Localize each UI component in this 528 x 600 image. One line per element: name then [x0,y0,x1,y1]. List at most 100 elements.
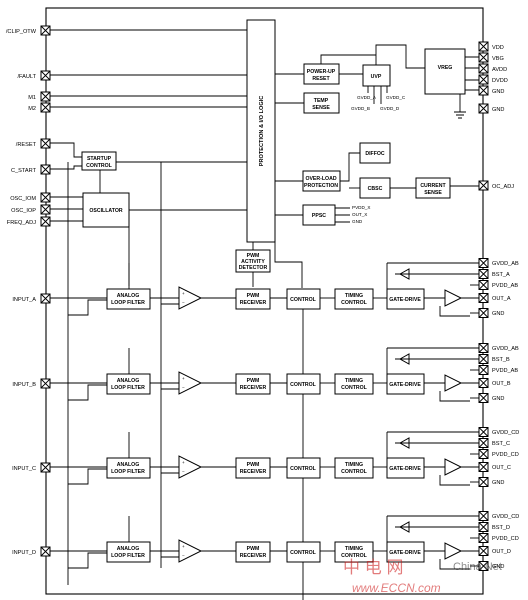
pin-gnd-label: GND [492,564,504,570]
uvp-block: UVP [362,64,391,87]
comparator-minus: − [182,469,185,474]
gate-drive-label: GATE-DRIVE [389,550,421,556]
pin-cross [478,462,489,472]
watermark: 中 电 网 www.ECCN.com China Net [343,558,502,595]
pwm-receiver-label-1: PWM [247,546,260,552]
pin-gnd-label: GND [492,89,504,95]
pin-input-d: INPUT_D [12,546,51,557]
pin-cross [478,378,489,388]
pwm-receiver [235,373,271,395]
pin-c-start: C_START [11,164,51,175]
pin-out-label: OUT_D [492,549,511,555]
pin-vdd-label: VDD [492,45,504,51]
feedback-wire [68,552,107,569]
ppsc-signal-gnd: GND [352,219,363,224]
ppsc-signal-pvdd: PVDD_X [352,205,370,210]
pin-cross [478,293,489,303]
output-driver [444,458,463,476]
powerup-label-2: RESET [312,76,330,82]
diffoc-label: DIFFOC [365,151,385,157]
startup-label-2: CONTROL [86,163,112,169]
pin-gnd-label: GND [492,311,504,317]
pin-cross [478,561,489,571]
pin-oc-adj-label: OC_ADJ [492,184,514,190]
pin-cross [478,511,489,521]
pin-pvdd-label: PVDD_AB [492,368,518,374]
analog-loop-filter [106,457,151,479]
pin-cross [478,280,489,290]
control-block [286,541,321,563]
gate-drive [386,373,425,395]
pin-cross [478,269,489,279]
timing-control [334,457,374,479]
pwm-receiver-label-1: PWM [247,293,260,299]
pwm-receiver-label-2: RECEIVER [240,300,267,306]
pin-gnd2-label: GND [492,107,504,113]
pin-clip-otw: /CLIP_OTW [6,25,51,36]
comparator-plus: + [182,291,185,296]
gate-drive [386,457,425,479]
timing-label-1: TIMING [345,462,363,468]
diffoc-block: DIFFOC [359,142,391,164]
pwm-receiver-label-2: RECEIVER [240,385,267,391]
pwm-receiver-label-2: RECEIVER [240,469,267,475]
comparator-minus: − [182,553,185,558]
feedback-wire [68,468,107,485]
uvp-signal-gvdd-c: GVDD_C [386,95,406,100]
cbsc-block: CBSC [359,177,391,199]
timing-label-1: TIMING [345,546,363,552]
pin-dvdd-label: DVDD [492,78,508,84]
pin-cross [478,365,489,375]
pin-out-label: OUT_C [492,465,511,471]
timing-control [334,288,374,310]
pin-label: INPUT_C [12,466,36,472]
gate-drive-label: GATE-DRIVE [389,382,421,388]
pin-gvdd-label: GVDD_AB [492,261,519,267]
pin-label: OSC_IOP [11,208,36,214]
control-label: CONTROL [290,297,316,303]
pin-cross [478,308,489,318]
ppsc-signal-out: OUT_X [352,212,367,217]
temp-label-1: TEMP [314,98,329,104]
comparator-minus: − [182,300,185,305]
output-driver [444,374,463,392]
control-block [286,288,321,310]
ppsc-block: PPSC [302,204,336,226]
pin-out-label: OUT_B [492,381,511,387]
control-label: CONTROL [290,466,316,472]
comparator-plus: + [182,460,185,465]
loop-filter-label-1: ANALOG [117,462,139,468]
pin-fault: /FAULT [17,70,51,81]
comparator-triangle [178,371,203,395]
left-wiring [50,29,247,222]
gate-drive [386,541,425,563]
pin-label: INPUT_B [12,382,36,388]
sense-wire [439,559,470,570]
loop-filter-label-1: ANALOG [117,546,139,552]
pin-m2: M2 [28,102,51,113]
control-label: CONTROL [290,550,316,556]
vreg-label: VREG [438,65,453,71]
pin-cross [478,522,489,532]
current-label-1: CURRENT [420,183,446,189]
cbsc-label: CBSC [368,186,383,192]
left-pins: /CLIP_OTW /FAULT M1 M2 /RESET C_START OS… [6,25,51,557]
pin-input-b: INPUT_B [12,378,51,389]
pin-label: FREQ_ADJ [7,220,36,226]
pwm-activity-label-3: DETECTOR [239,265,268,271]
uvp-signal-gvdd-b: GVDD_B [351,106,370,111]
watermark-chinese: 中 电 网 [343,558,403,577]
vreg-block: VREG [424,48,466,95]
pin-cross [478,533,489,543]
protection-logic-label: PROTECTION & I/O LOGIC [259,96,265,167]
pwm-receiver [235,288,271,310]
pwm-receiver [235,541,271,563]
timing-label-1: TIMING [345,378,363,384]
timing-label-1: TIMING [345,293,363,299]
uvp-signal-gvdd-d: GVDD_D [380,106,400,111]
control-block [286,457,321,479]
